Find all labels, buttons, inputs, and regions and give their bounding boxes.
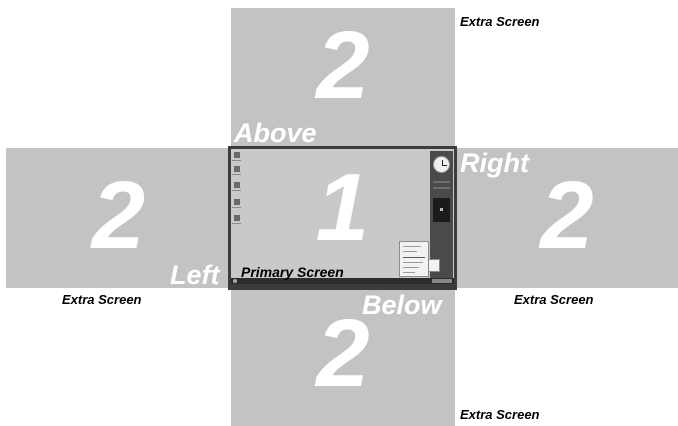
position-label-above: Above [234,120,317,147]
start-button-icon [233,279,237,283]
position-label-right: Right [460,150,529,177]
position-label-below: Below [362,292,442,319]
extra-screen-caption-left: Extra Screen [62,293,142,306]
menu-item [403,272,415,273]
screen-number-above: 2 [231,18,455,114]
screen-number-right: 2 [455,168,678,264]
menu-item [403,267,419,268]
menu-item-highlighted [403,257,425,258]
screen-number-below: 2 [231,306,455,402]
desktop-icon [234,152,240,158]
extra-screen-caption-right: Extra Screen [514,293,594,306]
context-submenu [428,259,440,272]
extra-screen-caption-above: Extra Screen [460,15,540,28]
position-label-left: Left [170,262,220,289]
screen-number-primary: 1 [228,160,457,256]
extra-screen-caption-below: Extra Screen [460,408,540,421]
primary-screen-caption: Primary Screen [241,264,344,280]
screen-number-left: 2 [6,168,231,264]
system-tray [432,279,452,283]
menu-item [403,262,423,263]
